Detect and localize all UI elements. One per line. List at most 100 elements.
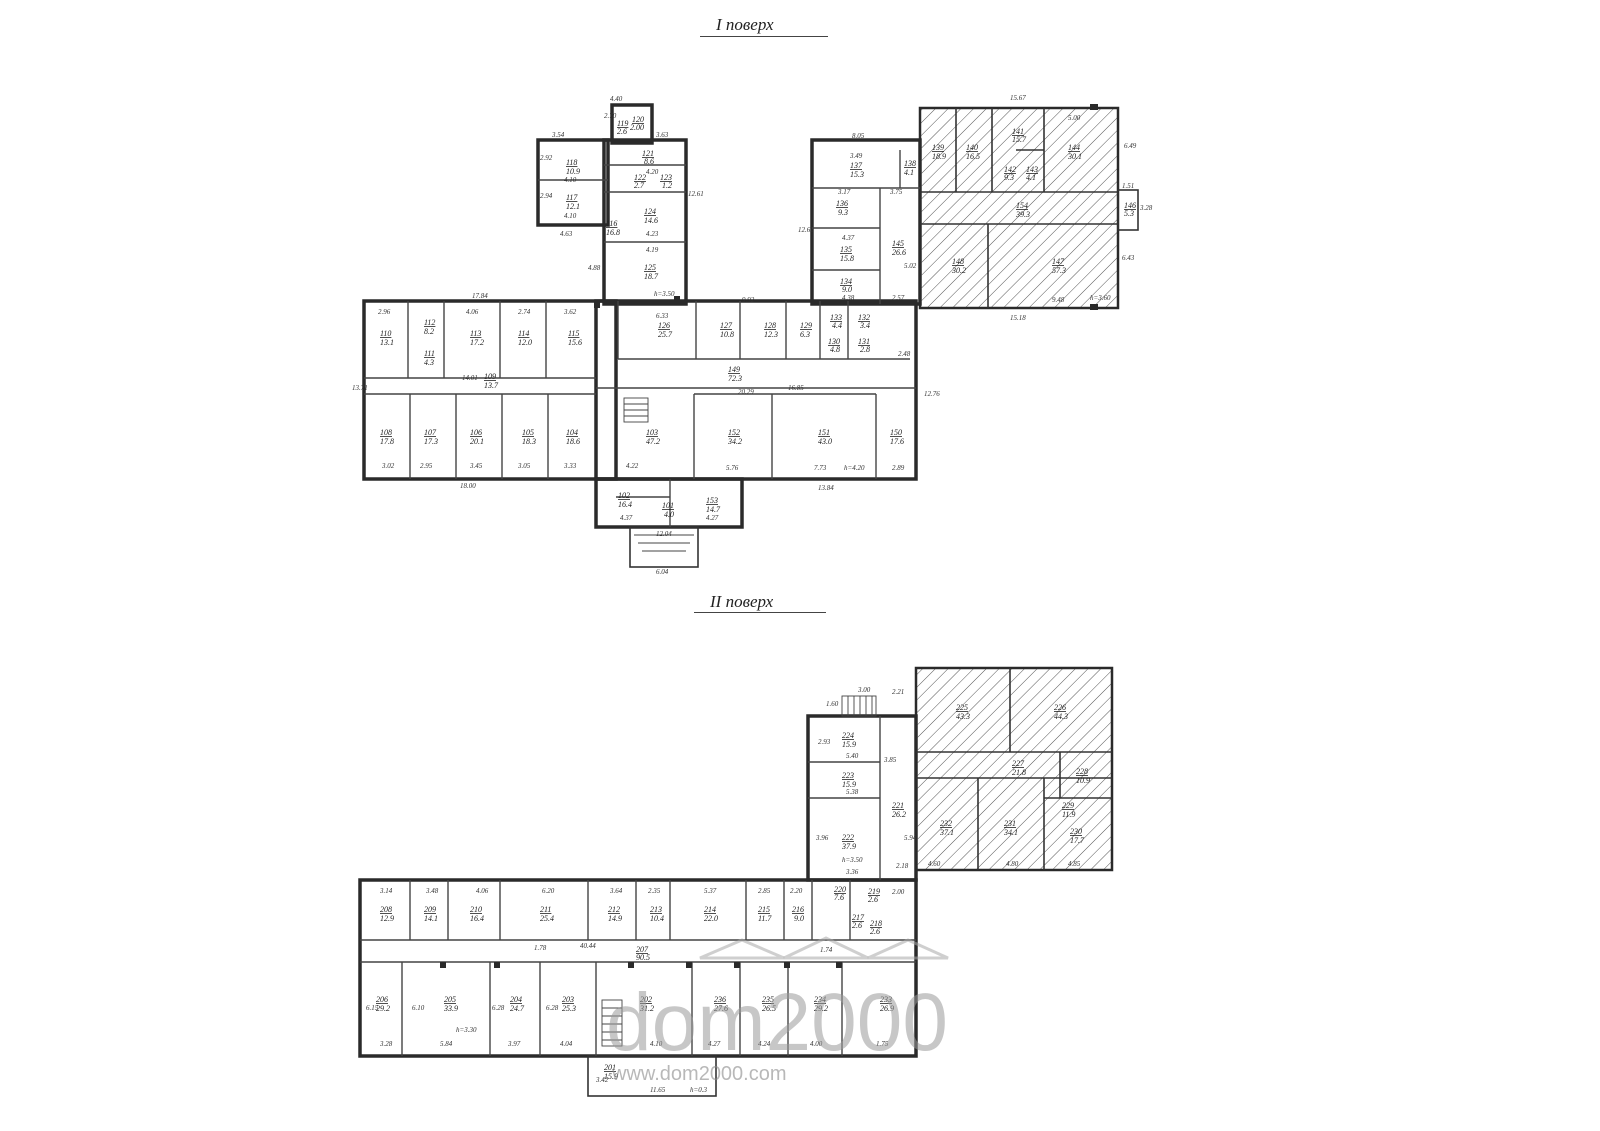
- room-number: 114: [518, 329, 529, 338]
- room-number: 138: [904, 159, 916, 168]
- room-area: 10.8: [720, 330, 734, 339]
- room-number: 214: [704, 905, 716, 914]
- dimension: 4.60: [928, 860, 941, 868]
- room-number: 121: [642, 149, 654, 158]
- room-area: 33.9: [443, 1004, 458, 1013]
- dimension: h=3.30: [456, 1026, 477, 1034]
- dimension: h=3.60: [1090, 294, 1111, 302]
- dimension: 4.88: [588, 264, 601, 272]
- dimension: 3.62: [563, 308, 577, 316]
- column: [686, 962, 692, 968]
- room-area: 8.6: [644, 157, 654, 166]
- room-number: 146: [1124, 201, 1136, 210]
- room-area: 47.2: [646, 437, 660, 446]
- room-number: 110: [380, 329, 391, 338]
- dimension: 3.14: [379, 887, 393, 895]
- room-area: 24.7: [510, 1004, 525, 1013]
- dimension: 2.96: [378, 308, 391, 316]
- floor-2-title-underline: [694, 612, 826, 613]
- room-number: 219: [868, 887, 880, 896]
- dimension: 14.01: [462, 374, 478, 382]
- dimension: 5.94: [904, 834, 917, 842]
- room-area: 26.9: [880, 1004, 894, 1013]
- room-area: 17.7: [1070, 836, 1085, 845]
- room-area: 16.4: [618, 500, 632, 509]
- room-number: 143: [1026, 165, 1038, 174]
- room-number: 223: [842, 771, 854, 780]
- column: [734, 962, 740, 968]
- dimension: 3.05: [517, 462, 531, 470]
- dimension: 3.64: [609, 887, 623, 895]
- dimension: h=3.50: [842, 856, 863, 864]
- room-area: 10.9: [1076, 776, 1090, 785]
- column: [628, 962, 634, 968]
- room-area: 20.1: [470, 437, 484, 446]
- dimension: 2.18: [896, 862, 909, 870]
- room-area: 14.1: [424, 914, 438, 923]
- room-number: 232: [940, 819, 952, 828]
- room-area: 4.1: [904, 168, 914, 177]
- room-area: 18.6: [566, 437, 580, 446]
- room-number: 215: [758, 905, 770, 914]
- room-area: 17.8: [380, 437, 394, 446]
- room-area: 10.9: [566, 167, 580, 176]
- room-number: 224: [842, 731, 854, 740]
- room-number: 120: [632, 115, 644, 124]
- dimension: 2.35: [648, 887, 661, 895]
- dimension: 6.43: [1122, 254, 1135, 262]
- room-number: 230: [1070, 827, 1082, 836]
- room-area: 17.2: [470, 338, 484, 347]
- room-number: 140: [966, 143, 978, 152]
- room-area: 4.1: [1026, 173, 1036, 182]
- room-area: 44.3: [1054, 712, 1068, 721]
- dimension: 3.63: [655, 131, 669, 139]
- room-area: 31.2: [639, 1004, 654, 1013]
- dimension: 4.23: [646, 230, 659, 238]
- dimension: 4.10: [564, 176, 577, 184]
- dimension: 4.10: [564, 212, 577, 220]
- dimension: 3.75: [889, 188, 903, 196]
- room-number: 227: [1012, 759, 1025, 768]
- room-area: 2.6: [870, 927, 880, 936]
- room-number: 205: [444, 995, 456, 1004]
- dimension: 4.06: [476, 887, 489, 895]
- floor-2-title: II поверх: [710, 592, 774, 611]
- room-number: 231: [1004, 819, 1016, 828]
- room-number: 118: [566, 158, 577, 167]
- room-area: 2.00: [630, 123, 644, 132]
- dimension: 5.02: [904, 262, 917, 270]
- room-number: 216: [792, 905, 804, 914]
- room-number: 129: [800, 321, 812, 330]
- room-area: 11.9: [1062, 810, 1075, 819]
- room-area: 25.7: [658, 330, 673, 339]
- dimension: 8.05: [852, 132, 865, 140]
- room-area: 27.6: [714, 1004, 728, 1013]
- floor-2-hatched-block: [914, 666, 1114, 872]
- room-number: 127: [720, 321, 733, 330]
- dimension: 13.71: [352, 384, 368, 392]
- column: [594, 302, 600, 308]
- dimension: 12.04: [656, 530, 672, 538]
- room-area: 6.3: [800, 330, 810, 339]
- dimension: 2.92: [540, 154, 553, 162]
- room-number: 213: [650, 905, 662, 914]
- room-number: 144: [1068, 143, 1080, 152]
- floor-1-upper-tower-wall: [602, 138, 688, 306]
- dimension: 7.73: [814, 464, 827, 472]
- dimension: 3.28: [1139, 204, 1153, 212]
- room-number: 201: [604, 1063, 616, 1072]
- dimension: 6.28: [546, 1004, 559, 1012]
- room-area: 8.2: [424, 327, 434, 336]
- room-area: 37.1: [939, 828, 954, 837]
- column: [494, 962, 500, 968]
- room-area: 2.6: [617, 127, 627, 136]
- dimension: 1.75: [876, 1040, 889, 1048]
- dimension: 12.76: [924, 390, 940, 398]
- room-number: 101: [662, 501, 674, 510]
- room-number: 128: [764, 321, 776, 330]
- dimension: 3.54: [551, 131, 565, 139]
- room-area: 12.1: [566, 202, 580, 211]
- room-number: 116: [606, 219, 617, 228]
- room-area: 10.4: [650, 914, 664, 923]
- room-area: 5.3: [1124, 209, 1134, 218]
